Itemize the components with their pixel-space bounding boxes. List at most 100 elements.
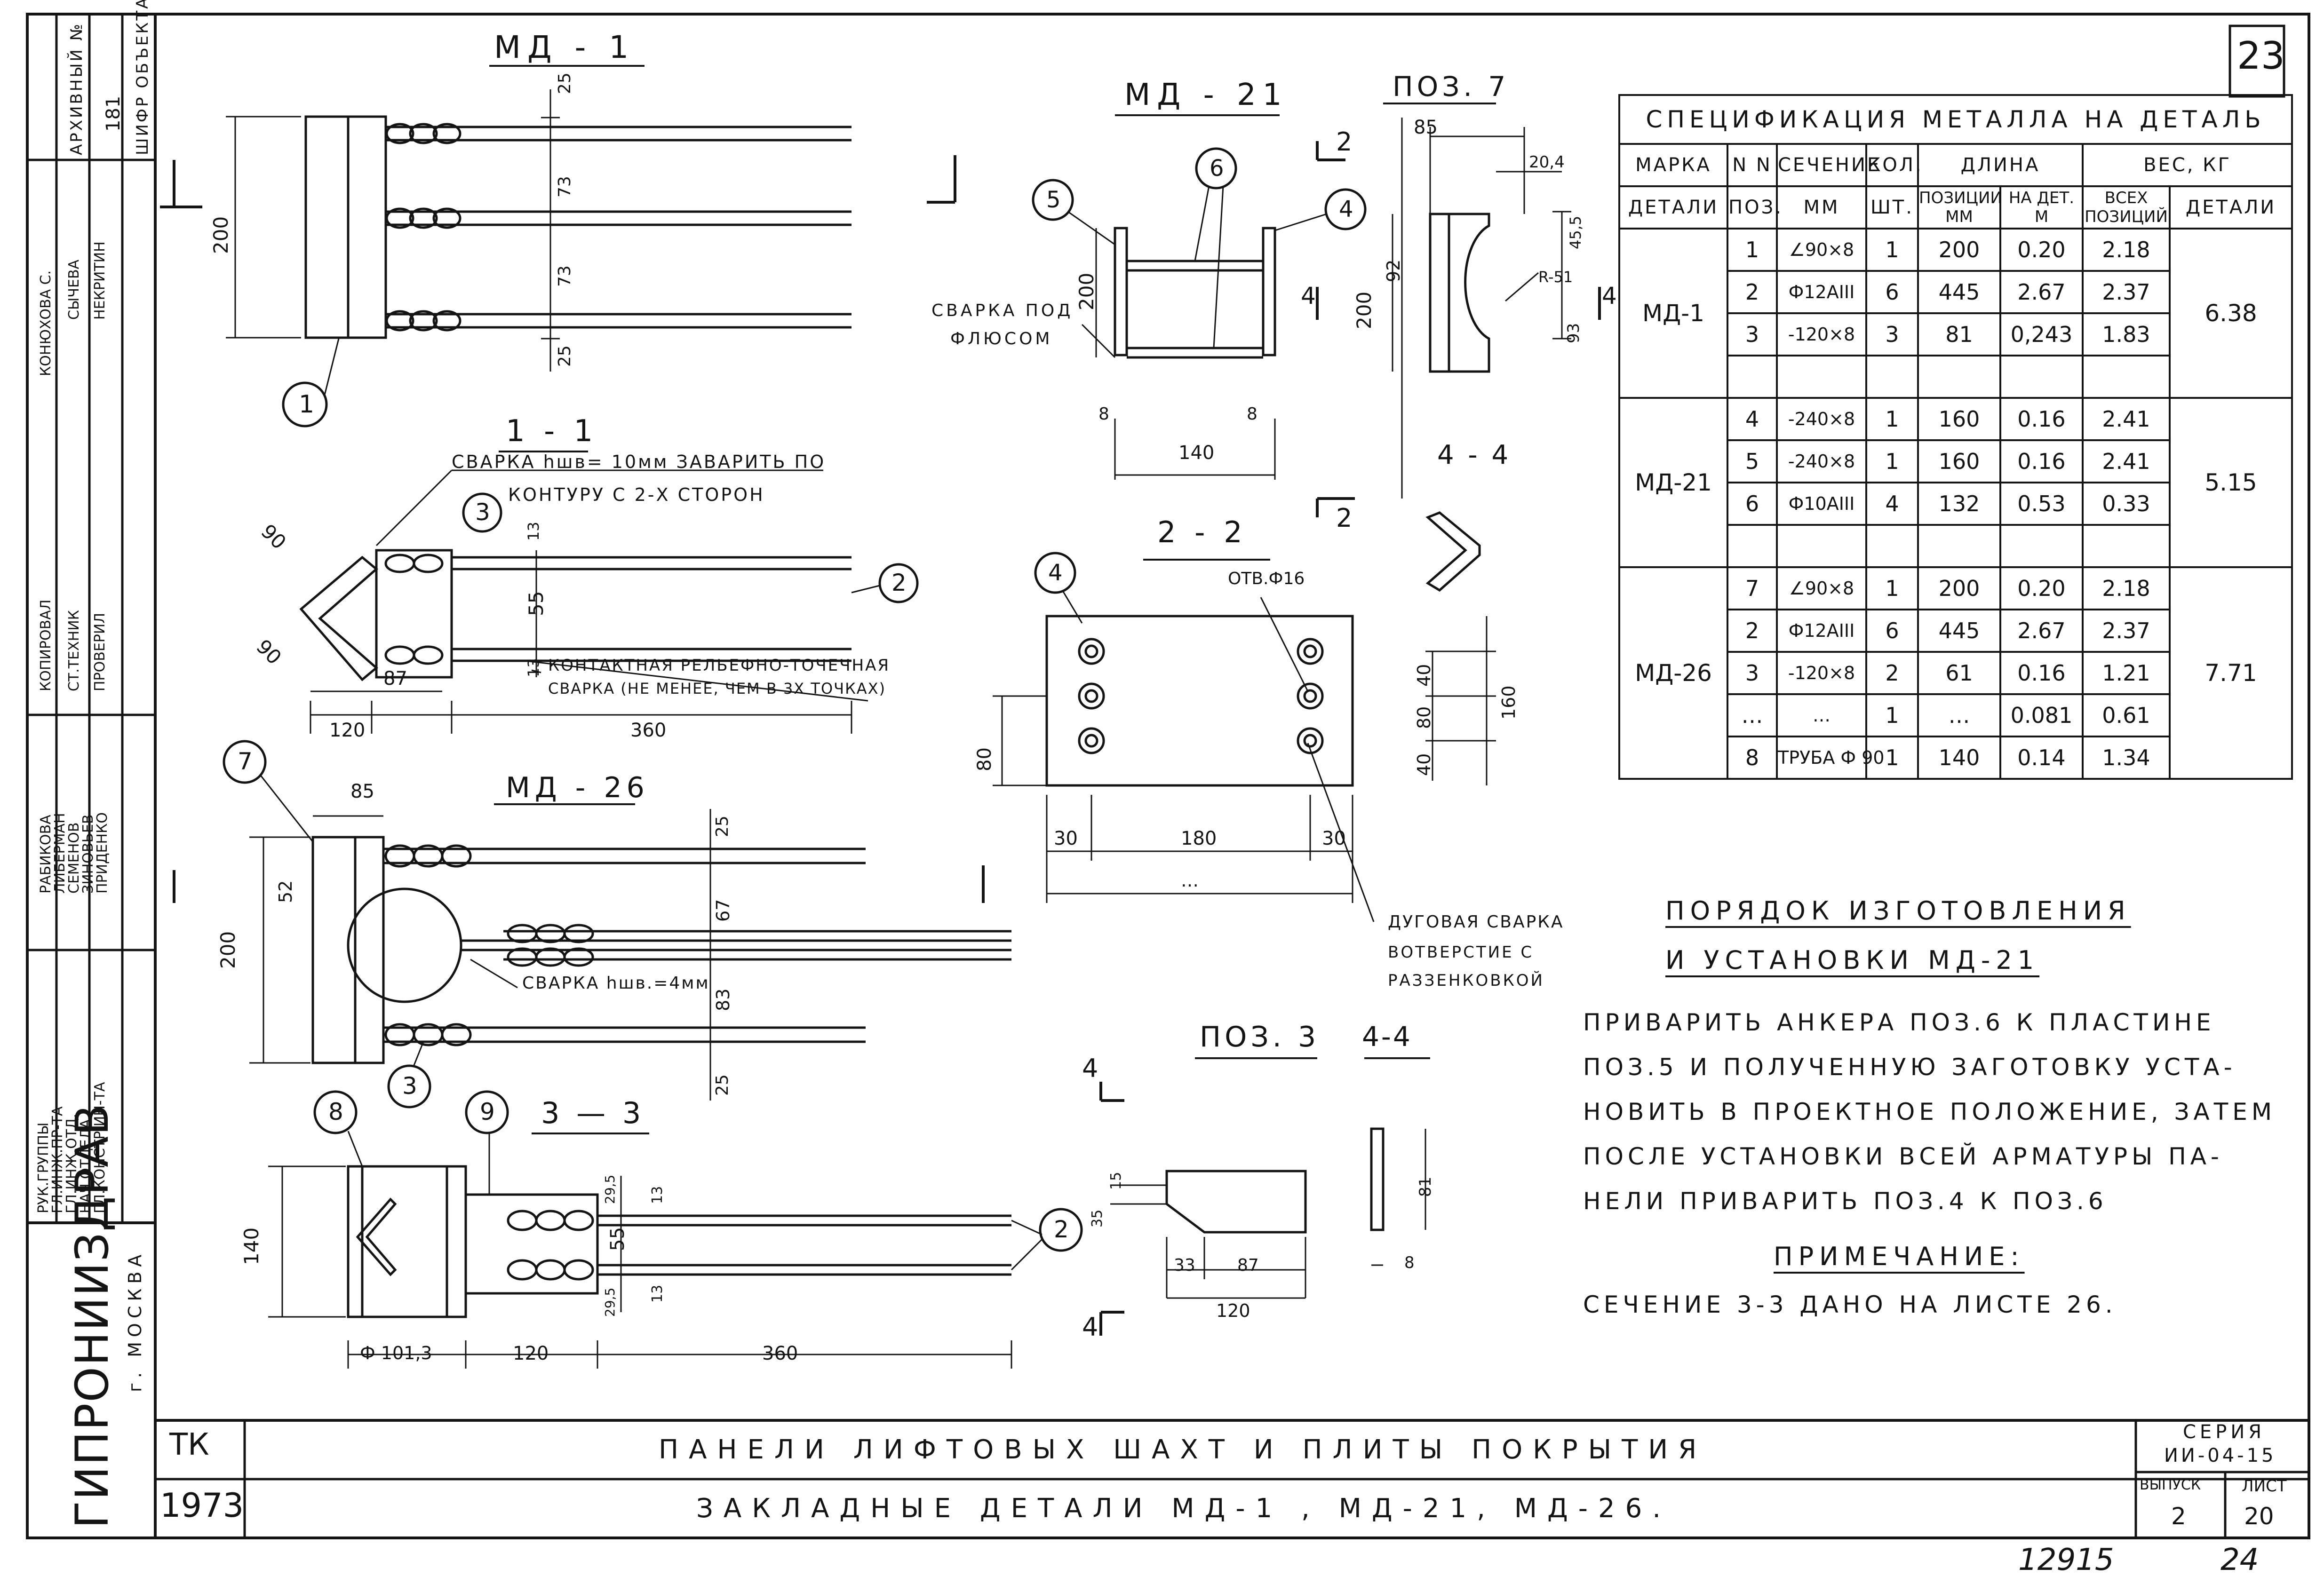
view-title-sec44-bottom: 4-4 — [1362, 1021, 1412, 1053]
spec-cell: 140 — [1917, 736, 2001, 780]
org-name: ГИПРОНИИЗДРАВ — [66, 1103, 119, 1529]
dim-label: 360 — [762, 1343, 798, 1364]
stamp-role: ГЛ.ИНЖ.ПР-ТА — [49, 1106, 66, 1213]
note-arc-weld: ВОТВЕРСТИЕ С — [1388, 943, 1534, 962]
dim-label: 80 — [974, 747, 995, 771]
note-arc-weld: ДУГОВАЯ СВАРКА — [1388, 912, 1564, 932]
spec-cell: … — [1727, 693, 1778, 737]
spec-cell: 445 — [1917, 270, 2001, 314]
spec-cell: 81 — [1917, 312, 2001, 356]
spec-cell — [1776, 355, 1867, 399]
spec-cell: 0.53 — [1999, 482, 2084, 526]
stamp-role: РУК.ГРУППЫ — [35, 1122, 52, 1213]
procedure-line: ПОЗ.5 И ПОЛУЧЕННУЮ ЗАГОТОВКУ УСТА- — [1583, 1053, 2236, 1081]
note-arc-weld: РАЗЗЕНКОВКОЙ — [1388, 971, 1544, 990]
stamp-name: РАБИКОВА — [38, 815, 54, 894]
spec-title: СПЕЦИФИКАЦИЯ МЕТАЛЛА НА ДЕТАЛЬ — [1618, 94, 2293, 145]
spec-cell — [1917, 524, 2001, 568]
stamp-name: ПРИДЕНКО — [94, 812, 111, 894]
cut-label: 2 — [1336, 127, 1353, 157]
dim-label: 25 — [555, 72, 574, 94]
spec-cell: 2 — [1727, 270, 1778, 314]
title-line-2: ЗАКЛАДНЫЕ ДЕТАЛИ МД-1 , МД-21, МД-26. — [696, 1493, 1671, 1524]
spec-cell: 5 — [1727, 439, 1778, 483]
dim-label: 200 — [1075, 272, 1098, 310]
header-w-det: ДЕТАЛИ — [2168, 185, 2293, 230]
dim-label: 85 — [1414, 117, 1438, 138]
spec-mark-cell: МД-21 — [1618, 397, 1728, 568]
dim-label: 8 — [1247, 404, 1258, 424]
stamp-name: СЕМЕНОВ — [66, 822, 82, 894]
dim-label: Ф 101,3 — [360, 1343, 432, 1363]
dim-label: 55 — [525, 591, 548, 616]
spec-cell: 160 — [1917, 439, 2001, 483]
dim-label: 30 — [1322, 828, 1346, 849]
header-section: СЕЧЕНИЕ — [1776, 143, 1879, 187]
dim-label: 360 — [630, 720, 667, 741]
spec-cell: 1 — [1865, 693, 1919, 737]
spec-cell: 2.41 — [2082, 439, 2171, 483]
spec-total-cell: 6.38 — [2168, 228, 2293, 399]
spec-cell: 0.16 — [1999, 651, 2084, 695]
spec-cell: 2.37 — [2082, 270, 2171, 314]
position-mark: 4 — [1048, 560, 1063, 586]
spec-cell — [1999, 355, 2084, 399]
spec-cell: -240×8 — [1776, 397, 1867, 441]
spec-cell: 132 — [1917, 482, 2001, 526]
spec-cell — [1727, 355, 1778, 399]
position-mark: 3 — [475, 499, 490, 526]
dim-label: 120 — [329, 720, 366, 741]
spec-cell: 0.16 — [1999, 397, 2084, 441]
cut-label: 4 — [1301, 282, 1316, 309]
spec-cell: 3 — [1727, 312, 1778, 356]
dim-label: 73 — [555, 265, 574, 287]
stamp-name: ЛИБЕРМАН — [52, 813, 68, 894]
spec-cell: 7 — [1727, 566, 1778, 610]
spec-cell: … — [1776, 693, 1867, 737]
stamp-header-3: АРХИВНЫЙ № — [67, 22, 86, 155]
spec-cell: -120×8 — [1776, 312, 1867, 356]
spec-cell: 4 — [1727, 397, 1778, 441]
position-mark: 9 — [480, 1098, 495, 1125]
spec-cell: 0.33 — [2082, 482, 2171, 526]
cut-label: 4 — [1082, 1053, 1098, 1083]
stamp-role: КОПИРОВАЛ — [38, 599, 54, 691]
dim-label: 87 — [383, 668, 407, 689]
spec-cell: 1.34 — [2082, 736, 2171, 780]
header-weight: ВЕС, КГ — [2081, 143, 2293, 187]
dim-label: 67 — [713, 899, 733, 922]
dim-label: 29,5 — [602, 1174, 618, 1204]
dim-label: 83 — [713, 988, 733, 1011]
spec-cell — [2082, 355, 2171, 399]
dim-label: 140 — [1178, 442, 1215, 464]
stamp-name: КОНЮХОВА С. — [38, 270, 54, 376]
spec-cell: -240×8 — [1776, 439, 1867, 483]
spec-cell: 2 — [1727, 609, 1778, 653]
procedure-line: ПОСЛЕ УСТАНОВКИ ВСЕЙ АРМАТУРЫ ПА- — [1583, 1143, 2223, 1170]
spec-cell: 2.41 — [2082, 397, 2171, 441]
procedure-title-1: ПОРЯДОК ИЗГОТОВЛЕНИЯ — [1665, 896, 2131, 926]
sheet-label: ЛИСТ — [2242, 1477, 2287, 1496]
dim-label: 73 — [555, 176, 574, 198]
dim-label: 200 — [216, 931, 239, 969]
spec-cell: Ф12АIII — [1776, 609, 1867, 653]
dim-label: 15 — [1108, 1172, 1124, 1190]
spec-cell: 2.37 — [2082, 609, 2171, 653]
spec-cell: -120×8 — [1776, 651, 1867, 695]
title-year: 1973 — [160, 1486, 244, 1525]
footer-number: 12915 — [2018, 1543, 2114, 1577]
dim-label: R-51 — [1538, 268, 1573, 286]
dim-label: 40 — [1414, 664, 1434, 687]
spec-cell: Ф12АIII — [1776, 270, 1867, 314]
spec-cell: 0.61 — [2082, 693, 2171, 737]
stamp-header-2: 181 — [103, 95, 124, 132]
spec-cell — [1776, 524, 1867, 568]
dim-label: 13 — [649, 1284, 666, 1303]
spec-cell — [1727, 524, 1778, 568]
